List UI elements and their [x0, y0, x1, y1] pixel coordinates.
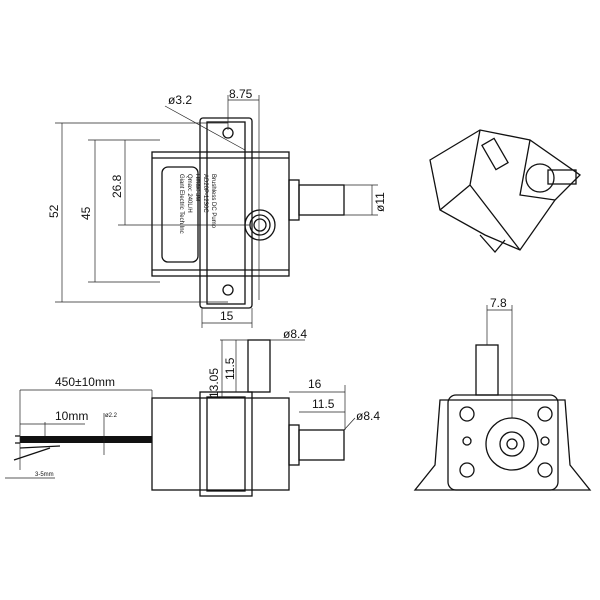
dim-outlet-offset: 16 — [308, 377, 322, 391]
dim-strip-length: 10mm — [55, 409, 88, 423]
dim-cable-length: 450±10mm — [55, 375, 115, 389]
side-body — [151, 397, 290, 491]
iso-inlet — [481, 137, 509, 171]
dim-strip-gap: 3-5mm — [35, 472, 54, 478]
end-inlet — [475, 344, 499, 396]
dim-hole-offset: 8.75 — [229, 87, 253, 101]
pump-body — [151, 151, 290, 277]
dim-outlet-dia: ø11 — [373, 192, 387, 212]
product-label — [161, 166, 199, 263]
isometric-view — [429, 129, 582, 253]
front-view: Brushless DC Pump AD20P-1230C Hmax: 3M Q… — [47, 87, 387, 328]
pump-face — [485, 417, 539, 471]
mount-bracket — [199, 117, 253, 309]
dim-height-total: 52 — [47, 204, 61, 218]
end-view: 7.8 — [413, 296, 592, 491]
side-inlet — [247, 339, 271, 393]
dim-inlet-dia: ø8.4 — [283, 327, 307, 341]
dim-outlet-dia-2: ø8.4 — [356, 409, 380, 423]
dim-offset: 7.8 — [490, 296, 507, 310]
side-outlet — [298, 429, 345, 461]
label-text: Qmax: 240L/H — [186, 174, 192, 213]
dim-inlet-height: 13.05 — [207, 368, 221, 398]
label-text: AD20P-1230C — [202, 174, 208, 213]
dim-height-body: 45 — [79, 206, 93, 220]
dim-inlet-len: 11.5 — [223, 357, 237, 380]
iso-outlet — [547, 169, 577, 185]
outlet-nozzle — [298, 184, 345, 216]
cable — [20, 436, 152, 443]
dim-hole-dia: ø3.2 — [168, 93, 192, 107]
label-text: Hmax: 3M — [194, 174, 200, 201]
label-text: Brushless DC Pump — [210, 174, 216, 229]
dim-height-center: 26.8 — [110, 174, 124, 198]
side-view: 450±10mm 10mm ø2.2 3-5mm 13.05 11.5 ø8.4… — [5, 327, 380, 497]
dim-outlet-len: 11.5 — [312, 397, 335, 411]
label-text: Giant Electric Tech.Inc — [178, 174, 184, 234]
dim-mount-width: 15 — [220, 309, 234, 323]
dim-wire-dia: ø2.2 — [105, 413, 118, 419]
